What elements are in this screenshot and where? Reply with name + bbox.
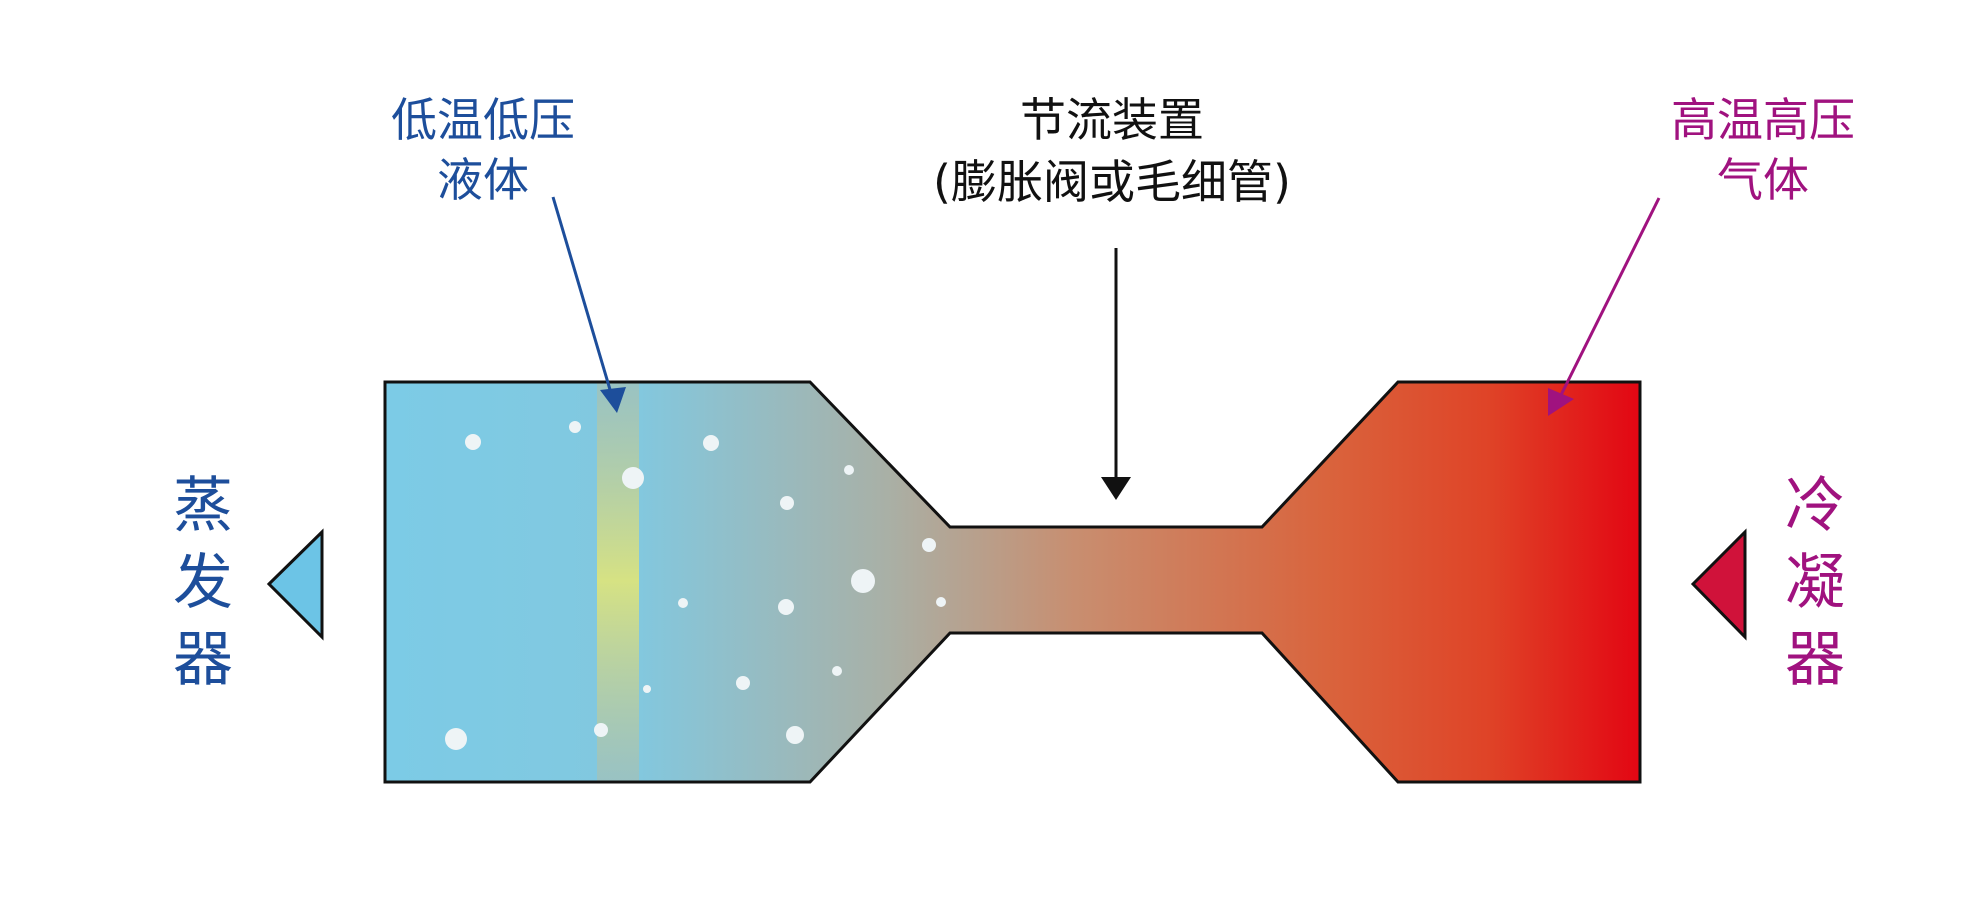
pipe-outline (383, 380, 1642, 784)
condenser-arrow (1690, 528, 1747, 641)
bubble (780, 496, 794, 510)
condenser-label-char1: 冷 (1785, 471, 1845, 541)
evaporator-label-char3: 器 (173, 625, 233, 695)
throttle-label-line1: 节流装置 (1020, 93, 1204, 147)
condenser-label-char3: 器 (1785, 625, 1845, 695)
bubble (445, 728, 467, 750)
bubble (703, 435, 719, 451)
bubble (736, 676, 750, 690)
bubble (465, 434, 481, 450)
low-temp-label-line2: 液体 (437, 153, 529, 207)
high-temp-label-line1: 高温高压 (1671, 93, 1855, 147)
bubble (643, 685, 651, 693)
bubbles (445, 421, 946, 750)
throttle-label-line2: (膨胀阀或毛细管) (933, 155, 1291, 209)
evaporator-label-char2: 发 (173, 548, 233, 618)
condenser-label-char2: 凝 (1785, 548, 1845, 618)
phase-change-band (597, 382, 639, 782)
bubble (851, 569, 875, 593)
bubble (786, 726, 804, 744)
evaporator-arrow (266, 528, 324, 641)
bubble (832, 666, 842, 676)
bubble (678, 598, 688, 608)
bubble (844, 465, 854, 475)
low-temp-arrow (551, 196, 626, 413)
throttle-arrow (1101, 248, 1131, 500)
high-temp-label-line2: 气体 (1717, 153, 1809, 207)
pipe-body (385, 382, 1640, 782)
evaporator-label-char1: 蒸 (173, 471, 233, 541)
low-temp-label-line1: 低温低压 (391, 93, 575, 147)
bubble (936, 597, 946, 607)
bubble (922, 538, 936, 552)
bubble (594, 723, 608, 737)
bubble (622, 467, 644, 489)
bubble (778, 599, 794, 615)
high-temp-arrow (1548, 197, 1661, 416)
bubble (569, 421, 581, 433)
